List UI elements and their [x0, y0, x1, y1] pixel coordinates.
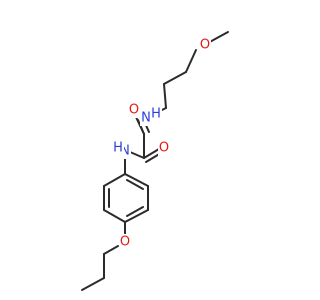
n_amide_top-label-bg — [140, 110, 152, 126]
n_amide_top-label-bg-h — [150, 106, 162, 122]
bond-ctop-otop-1 — [134, 114, 145, 135]
bond-ring-top-right — [124, 173, 149, 187]
o_ether-label-bg — [119, 234, 131, 250]
bond-omethoxy-c1 — [185, 49, 197, 73]
bond-propyl-c2-c3 — [81, 277, 105, 291]
o_methoxy-label: O — [200, 38, 210, 53]
n_amide_top-label-h: H — [151, 107, 161, 122]
n_amide_bottom-label-h: H — [113, 141, 123, 156]
bond-oether-c1 — [103, 245, 119, 255]
bonds-group — [81, 31, 229, 291]
n_amide_bottom-label-bg-h — [112, 140, 124, 156]
o_carbonyl_bottom-label: O — [159, 141, 169, 156]
bond-ring-inner-top-right — [126, 179, 144, 190]
o_carbonyl_bottom-label-bg — [158, 140, 170, 156]
o_ether-label: O — [120, 235, 130, 250]
o_carbonyl_top-label-bg — [128, 102, 140, 118]
bond-ring-bottom-left — [103, 209, 126, 223]
bond-ring-inner-bottom-right — [126, 206, 144, 217]
bond-cbottom-obottom-1 — [143, 148, 160, 159]
bond-ring-bottom-right — [124, 209, 149, 223]
bond-cbottom-nbottom — [129, 151, 145, 159]
bond-ring-top-left — [103, 173, 126, 187]
n_amide_bottom-label: N — [120, 144, 130, 159]
bond-c2-c3 — [163, 83, 167, 109]
n_amide_top-label: N — [141, 111, 151, 126]
o_carbonyl_top-label: O — [129, 103, 139, 118]
o_methoxy-label-bg — [199, 37, 211, 53]
bond-c1-c2 — [163, 71, 187, 85]
